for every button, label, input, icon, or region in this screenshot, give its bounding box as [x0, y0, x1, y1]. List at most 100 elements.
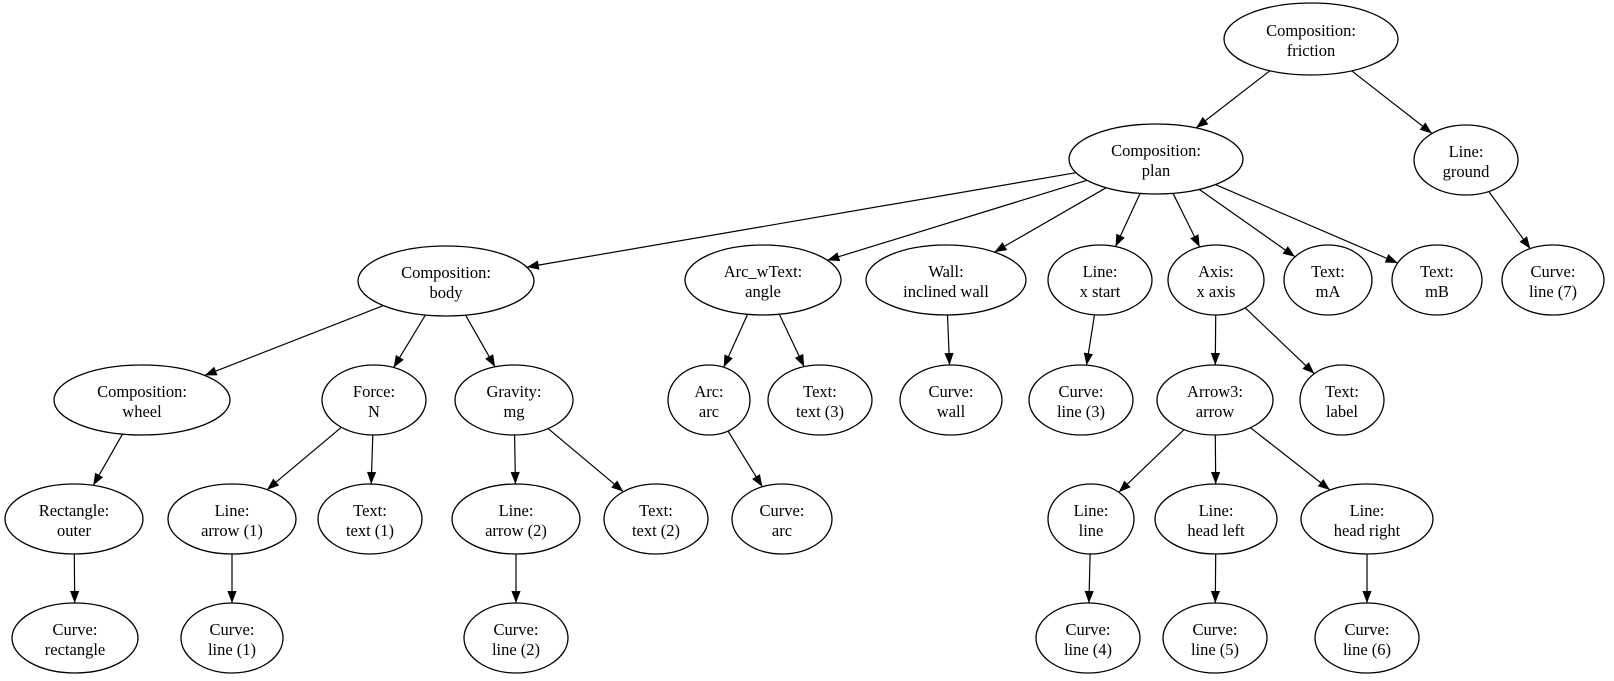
- edge-plan-angle: [827, 179, 1088, 262]
- node-rect-outer: Rectangle:outer: [4, 483, 144, 555]
- node-label: Curve:wall: [929, 382, 974, 421]
- edge-plan-x-start: [1114, 193, 1141, 247]
- node-label: Line:arrow (1): [201, 501, 263, 540]
- edge-plan-x-axis: [1172, 193, 1201, 248]
- node-inclined-wall: Wall:inclined wall: [865, 244, 1027, 316]
- node-label: Text:label: [1325, 382, 1359, 421]
- edge-arc-curve-arc: [727, 430, 763, 488]
- node-ellipse: [1283, 244, 1373, 316]
- node-label: Text:label: [1299, 364, 1385, 436]
- edge-ground-line-7: [1488, 191, 1531, 250]
- node-label: Line:ground: [1443, 142, 1490, 181]
- node-curve-line-1: Curve:line (1): [180, 602, 284, 674]
- node-label: Force:N: [353, 382, 395, 421]
- node-ellipse: [1156, 364, 1274, 436]
- node-friction: Composition:friction: [1223, 2, 1399, 76]
- node-text-2: Text:text (2): [603, 483, 709, 555]
- node-angle: Arc_wText:angle: [684, 244, 842, 316]
- node-label: Rectangle:outer: [39, 501, 110, 540]
- node-force-n: Force:N: [321, 364, 427, 436]
- node-curve-line-4: Curve:line (4): [1035, 602, 1141, 674]
- node-ellipse: [1047, 244, 1153, 316]
- node-curve-line-6: Curve:line (6): [1314, 602, 1420, 674]
- node-ellipse: [1300, 483, 1434, 555]
- node-ellipse: [899, 364, 1003, 436]
- node-label: Curve:line (1): [208, 620, 256, 659]
- node-plan: Composition:plan: [1068, 123, 1244, 195]
- node-text-mB: Text:mB: [1391, 244, 1483, 316]
- node-line-7: Curve:line (7): [1501, 244, 1605, 316]
- node-ellipse: [454, 364, 574, 436]
- node-ground: Line:ground: [1413, 124, 1519, 196]
- node-curve-line-3: Curve:line (3): [1028, 364, 1134, 436]
- node-label: Curve:line (5): [1191, 620, 1239, 659]
- node-label: Axis:x axis: [1197, 262, 1236, 301]
- edge-arrow3-line-line: [1118, 429, 1185, 493]
- node-ellipse: [321, 364, 427, 436]
- node-label: Line:line: [1074, 501, 1109, 540]
- edge-friction-ground: [1351, 70, 1433, 134]
- node-ellipse: [1501, 244, 1605, 316]
- node-label: Composition:wheel: [97, 382, 187, 421]
- edge-body-force-n: [393, 314, 426, 368]
- node-ellipse: [463, 602, 569, 674]
- edge-force-n-arrow-1: [266, 426, 342, 491]
- node-label: Arrow3:arrow: [1187, 382, 1243, 421]
- node-label: Gravity:mg: [487, 382, 542, 421]
- node-label: Curve:line (3): [1057, 382, 1105, 421]
- node-label: Composition:plan: [1111, 141, 1201, 180]
- node-text-3: Text:text (3): [767, 364, 873, 436]
- node-ellipse: [1162, 602, 1268, 674]
- node-ellipse: [167, 483, 297, 555]
- node-ellipse: [1035, 602, 1141, 674]
- edge-wheel-rect-outer: [92, 433, 124, 486]
- edge-x-start-curve-line-3: [1083, 314, 1096, 366]
- node-ellipse: [1068, 123, 1244, 195]
- node-label: Text:text (3): [796, 382, 844, 421]
- node-ellipse: [451, 483, 581, 555]
- node-label: Curve:line (6): [1343, 620, 1391, 659]
- node-ellipse: [767, 364, 873, 436]
- node-ellipse: [4, 483, 144, 555]
- node-label: Line:head right: [1334, 501, 1401, 540]
- node-curve-arc: Curve:arc: [731, 483, 833, 555]
- edge-body-wheel: [204, 305, 384, 376]
- node-label: Wall:inclined wall: [903, 262, 989, 301]
- edges-layer: [70, 70, 1531, 604]
- edge-plan-body: [526, 172, 1077, 270]
- edge-angle-text-3: [778, 313, 805, 367]
- node-ellipse: [317, 483, 423, 555]
- edge-friction-plan: [1195, 70, 1271, 129]
- node-label: Curve:line (4): [1064, 620, 1112, 659]
- node-ellipse: [1413, 124, 1519, 196]
- node-wheel: Composition:wheel: [53, 364, 231, 436]
- node-gravity: Gravity:mg: [454, 364, 574, 436]
- node-label: Arc_wText:angle: [724, 262, 803, 301]
- node-label: Curve:line (7): [1529, 262, 1577, 301]
- node-text-mA: Text:mA: [1283, 244, 1373, 316]
- node-label: Composition:friction: [1266, 21, 1356, 60]
- node-curve-wall: Curve:wall: [899, 364, 1003, 436]
- node-ellipse: [865, 244, 1027, 316]
- node-label: Text:text (1): [346, 501, 394, 540]
- node-ellipse: [1391, 244, 1483, 316]
- edge-plan-inclined-wall: [994, 187, 1107, 253]
- node-label: Composition:body: [401, 263, 491, 302]
- node-ellipse: [180, 602, 284, 674]
- edge-gravity-arrow-2: [510, 434, 520, 485]
- node-ellipse: [1028, 364, 1134, 436]
- node-ellipse: [1223, 2, 1399, 76]
- node-label: Line:arrow (2): [485, 501, 547, 540]
- node-ellipse: [53, 364, 231, 436]
- edge-body-gravity: [464, 314, 496, 368]
- node-label: Text:mB: [1420, 262, 1454, 301]
- edge-gravity-text-2: [547, 428, 624, 493]
- node-ellipse: [11, 602, 139, 674]
- node-ellipse: [357, 245, 535, 317]
- node-ellipse: [1314, 602, 1420, 674]
- node-x-start: Line:x start: [1047, 244, 1153, 316]
- edge-inclined-wall-curve-wall: [944, 314, 954, 366]
- node-ellipse: [603, 483, 709, 555]
- node-ellipse: [1299, 364, 1385, 436]
